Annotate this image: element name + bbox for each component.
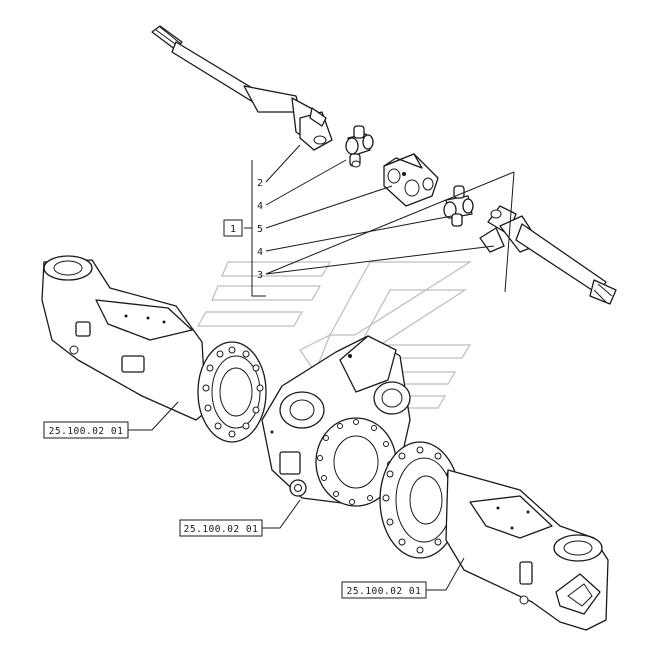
- differential-housing-icon[interactable]: [261, 335, 411, 507]
- reference-box-center[interactable]: [179, 519, 263, 537]
- callout-item: 4: [257, 201, 263, 212]
- callout-item: 5: [257, 224, 263, 235]
- callout-numbers: 1 2 4 5 4 3: [223, 178, 263, 281]
- group-callout: 1: [230, 224, 236, 235]
- coupling-yoke-icon[interactable]: [383, 153, 439, 207]
- reference-center-housing[interactable]: 25.100.02 01: [184, 524, 259, 535]
- universal-joint-lower-icon[interactable]: [443, 185, 474, 227]
- callout-item: 2: [257, 178, 263, 189]
- callout-item: 3: [257, 270, 263, 281]
- axle-shaft-left[interactable]: [151, 25, 333, 151]
- reference-labels: 25.100.02 01 25.100.02 01 25.100.02 01: [43, 421, 427, 599]
- callout-item: 4: [257, 247, 263, 258]
- axle-housing-left-icon[interactable]: [41, 255, 207, 421]
- reference-right-housing[interactable]: 25.100.02 01: [347, 586, 422, 597]
- reference-box-right[interactable]: [341, 581, 427, 599]
- axle-shaft-right[interactable]: [479, 205, 617, 305]
- reference-box-left[interactable]: [43, 421, 129, 439]
- axle-housing-right-icon[interactable]: [445, 469, 609, 631]
- group-callout-box: [223, 219, 243, 237]
- callout-leaders: [128, 144, 515, 591]
- universal-joint-upper-icon[interactable]: [345, 125, 374, 168]
- reference-left-housing[interactable]: 25.100.02 01: [49, 426, 124, 437]
- housing-flange-left[interactable]: [197, 341, 267, 443]
